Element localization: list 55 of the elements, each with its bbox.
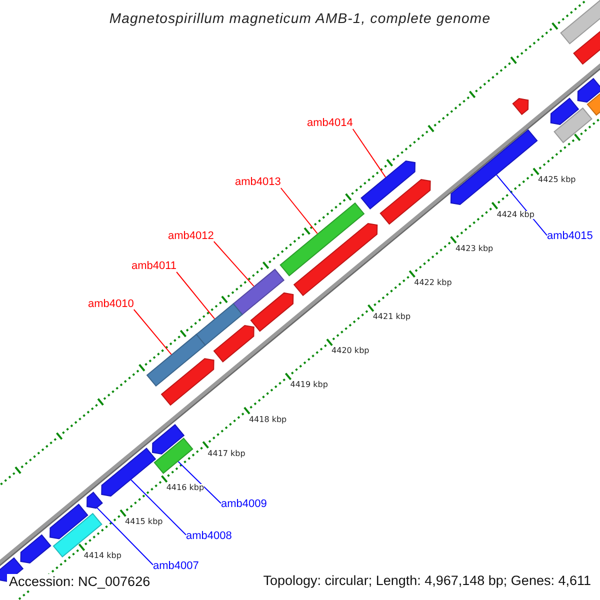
gene-feature (146, 334, 206, 387)
gene-feature (293, 222, 378, 296)
leader-line (213, 241, 254, 287)
leader-line (130, 479, 186, 536)
gene-feature (554, 107, 592, 144)
gene-label: amb4011 (132, 261, 177, 272)
gene-feature (577, 78, 600, 103)
gene-label: amb4015 (547, 231, 593, 242)
leader-line (96, 507, 154, 566)
scale-label: 4420 kbp (332, 347, 370, 356)
gene-feature (86, 492, 103, 509)
gene-feature (250, 292, 294, 332)
gene-feature (101, 448, 156, 497)
gene-feature (360, 160, 416, 210)
scale-label: 4417 kbp (208, 450, 246, 458)
gene-label: amb4007 (153, 560, 199, 572)
genome-info-label: Topology: circular; Length: 4,967,148 bp; Genes: 4,611 (263, 574, 591, 588)
scale-label: 4424 kbp (496, 210, 534, 219)
gene-feature (154, 438, 194, 474)
gene-feature (20, 534, 52, 564)
gene-feature (52, 512, 102, 558)
leader-line (176, 272, 215, 320)
gene-label: amb4008 (186, 530, 232, 542)
gene-feature (280, 202, 365, 276)
scale-label: 4423 kbp (455, 244, 494, 253)
gene-feature (512, 98, 529, 116)
scale-label: 4414 kbp (84, 552, 122, 560)
gene-label: amb4010 (88, 298, 134, 310)
leader-line (352, 128, 386, 178)
scale-label: 4421 kbp (372, 313, 411, 322)
gene-feature (450, 129, 538, 206)
gene-label: amb4013 (235, 177, 281, 188)
gene-feature (213, 324, 254, 362)
gene-feature (550, 98, 580, 125)
gene-feature (196, 303, 243, 346)
gene-feature (152, 424, 185, 455)
gene-feature (160, 358, 214, 406)
leader-line (280, 188, 318, 234)
gene-feature (380, 178, 431, 225)
scale-label: 4416 kbp (166, 484, 204, 492)
scale-label: 4419 kbp (290, 381, 328, 390)
gene-label: amb4009 (221, 499, 267, 510)
scale-label: 4422 kbp (414, 278, 452, 287)
leader-line (178, 461, 222, 504)
leader-line (133, 309, 172, 355)
accession-label: Accession: NC_007626 (7, 574, 152, 590)
leader-line (496, 174, 548, 236)
scale-label: 4418 kbp (248, 416, 287, 424)
gene-feature (50, 504, 88, 540)
gene-feature (560, 0, 600, 44)
gene-label: amb4012 (168, 230, 214, 242)
map-title: Magnetospirillum magneticum AMB-1, complete genome (108, 11, 492, 25)
scale-label: 4415 kbp (125, 518, 163, 526)
gene-feature (232, 268, 285, 316)
gene-label: amb4014 (307, 118, 353, 129)
